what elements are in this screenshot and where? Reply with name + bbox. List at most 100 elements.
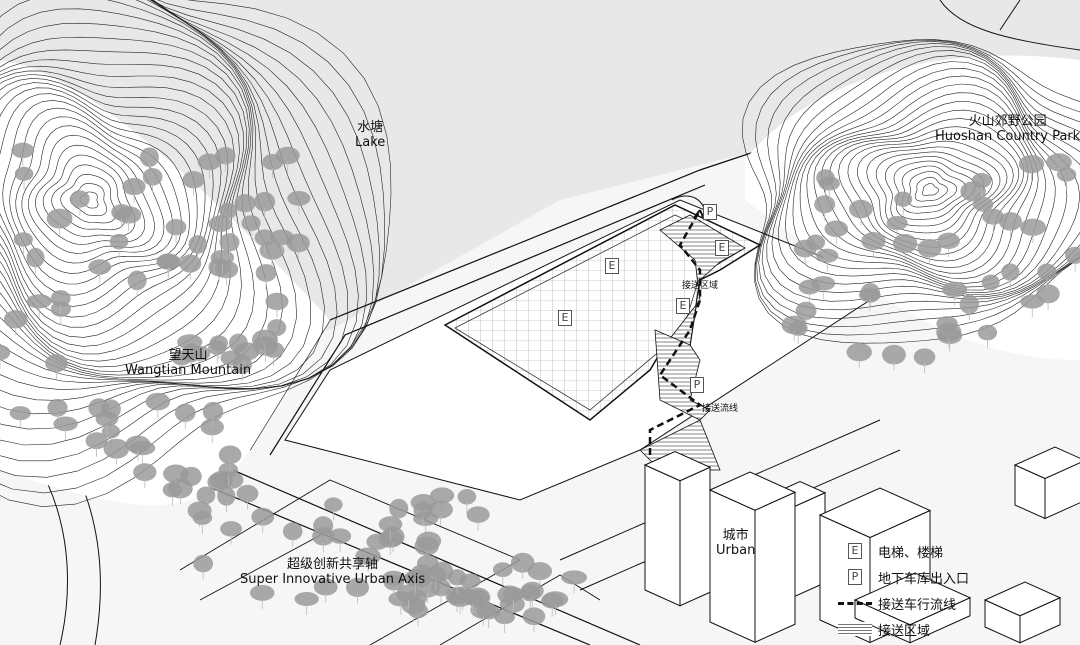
- tree: [430, 487, 455, 504]
- contour-line: [914, 176, 948, 202]
- tree: [234, 194, 256, 213]
- tree: [414, 536, 439, 556]
- tree: [236, 484, 259, 503]
- dropoff-route-dashed: [648, 209, 703, 455]
- tree: [510, 552, 535, 573]
- contour-line: [0, 59, 244, 368]
- contour-line: [0, 65, 240, 362]
- tree: [196, 486, 216, 505]
- contour-line: [0, 77, 222, 338]
- tree: [860, 282, 880, 303]
- tree: [208, 215, 233, 232]
- tree: [846, 343, 872, 362]
- tree: [324, 497, 343, 512]
- tree: [14, 166, 34, 181]
- lake-label-en: Lake: [355, 135, 386, 150]
- tree: [133, 463, 157, 482]
- legend-label: 地下车库出入口: [878, 571, 970, 587]
- urban-label-cn: 城市: [722, 528, 749, 543]
- tree: [165, 218, 187, 236]
- contour-line: [884, 156, 985, 227]
- tree: [313, 578, 338, 596]
- tree: [522, 607, 546, 626]
- tree: [366, 533, 389, 550]
- tree: [254, 192, 276, 212]
- tree: [122, 177, 146, 196]
- tree: [46, 208, 73, 229]
- tree: [542, 591, 569, 608]
- tree: [428, 500, 453, 519]
- tree: [403, 570, 427, 587]
- tree: [218, 462, 239, 478]
- tree: [814, 195, 836, 214]
- tree: [179, 254, 202, 273]
- contour-line: [0, 36, 255, 376]
- tree: [145, 392, 171, 411]
- tree: [312, 527, 335, 546]
- tree: [959, 294, 979, 315]
- tree: [88, 259, 112, 275]
- tree: [378, 516, 403, 533]
- building-roof: [1013, 446, 1080, 480]
- tree: [140, 147, 159, 167]
- parking-box-icon: P: [848, 569, 862, 585]
- tree: [171, 350, 192, 366]
- tree: [849, 199, 873, 219]
- tree: [981, 274, 1000, 291]
- contour-line: [838, 126, 1020, 262]
- tree: [192, 510, 213, 525]
- building-face: [679, 466, 711, 607]
- tree: [1046, 153, 1072, 172]
- contour-line: [761, 46, 1080, 311]
- huoshan-label-cn: 火山郊野公园: [968, 114, 1047, 129]
- tree: [355, 547, 381, 565]
- tree: [886, 216, 908, 231]
- tree: [70, 190, 90, 208]
- contour-line: [0, 0, 392, 508]
- contour-line: [0, 22, 269, 379]
- tree: [282, 522, 303, 541]
- tree: [208, 340, 227, 356]
- building-face: [754, 491, 796, 644]
- tree: [177, 334, 203, 350]
- tree: [431, 578, 451, 597]
- legend-item-parking: P 地下车库出入口: [838, 564, 969, 590]
- tree: [156, 253, 181, 270]
- tree: [219, 233, 240, 252]
- lake-label-cn: 水塘: [357, 120, 384, 135]
- tree: [200, 418, 224, 436]
- contour-line: [875, 151, 993, 234]
- contour-line: [857, 140, 1008, 248]
- tree: [973, 196, 994, 212]
- dropoff-route-label: 接送流线: [702, 404, 739, 414]
- tree: [259, 241, 285, 260]
- contour-line: [785, 68, 1068, 294]
- contour-line: [0, 0, 375, 462]
- tree: [1018, 154, 1045, 174]
- tree: [781, 315, 807, 335]
- tree: [217, 486, 236, 506]
- building-face: [644, 464, 681, 607]
- trees: [0, 142, 1080, 634]
- building-roof: [708, 471, 797, 511]
- legend-item-area: 接送区域: [838, 616, 969, 642]
- contour-line: [829, 118, 1025, 268]
- tree: [424, 566, 447, 583]
- contour-line: [0, 49, 248, 372]
- contour-line: [771, 55, 1080, 298]
- tree: [389, 498, 409, 519]
- contour-line: [0, 0, 380, 478]
- contour-line: [0, 82, 214, 328]
- tree: [241, 215, 261, 231]
- tree: [818, 176, 840, 191]
- tree: [396, 584, 421, 604]
- wangtian-label-en: Wangtian Mountain: [125, 363, 252, 378]
- contour-line: [0, 70, 235, 355]
- tree: [798, 279, 821, 295]
- tree: [824, 220, 849, 238]
- tree: [457, 488, 477, 505]
